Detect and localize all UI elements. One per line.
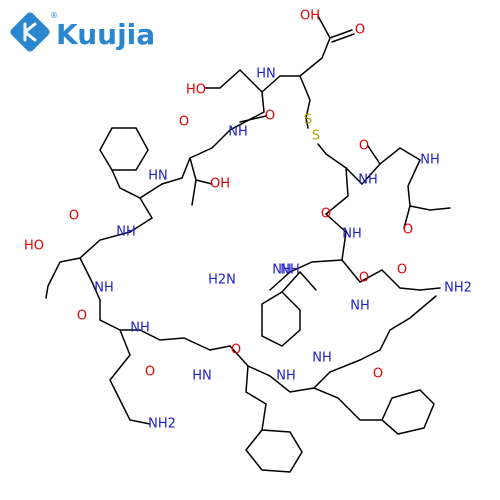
atom-label: HN (192, 369, 212, 384)
atom-label: NH (272, 263, 292, 278)
registered-mark: ® (50, 11, 58, 20)
kuujia-logo-icon (10, 12, 50, 52)
atom-label: NH (312, 351, 332, 366)
atom-label: NH2 (148, 417, 176, 432)
kuujia-logo: ® Kuujia (10, 11, 155, 52)
atom-label: O (69, 209, 79, 224)
atom-label: NH (276, 369, 296, 384)
atom-label: O (359, 139, 369, 154)
atom-label: O (397, 263, 407, 278)
atom-label: S (304, 113, 312, 128)
atom-label: NH (116, 225, 136, 240)
atom-label: O (77, 309, 87, 324)
atom-label: HN (148, 169, 168, 184)
atom-label: HO (24, 239, 44, 254)
atom-label: NH (358, 173, 378, 188)
atom-label: O (321, 207, 331, 222)
atom-label: NH (350, 299, 370, 314)
atom-label: HN (256, 67, 276, 82)
atom-label: HO (186, 83, 206, 98)
atom-label: O (355, 23, 365, 38)
atom-label: NH (420, 153, 440, 168)
atom-label: NH (228, 125, 248, 140)
atom-label: NH (94, 281, 114, 296)
atom-label: O (403, 223, 413, 238)
atom-label: O (359, 271, 369, 286)
atom-label: NH (280, 263, 300, 278)
atom-label: O (231, 343, 241, 358)
bonds (45, 15, 451, 473)
atom-label: O (179, 115, 189, 130)
atom-label: H2N (208, 273, 236, 288)
atom-label: OH (300, 9, 320, 24)
atom-label: O (145, 365, 155, 380)
atom-labels: OH O HN HO O NH O S S O NH HN OH O NH NH… (24, 9, 472, 432)
atom-label: NH2 (444, 281, 472, 296)
atom-label: S (312, 129, 320, 144)
atom-label: O (373, 367, 383, 382)
atom-label: NH (130, 321, 150, 336)
kuujia-logo-text: Kuujia (56, 18, 155, 51)
atom-label: NH (342, 227, 362, 242)
atom-label: O (265, 109, 275, 124)
atom-label: OH (210, 177, 230, 192)
